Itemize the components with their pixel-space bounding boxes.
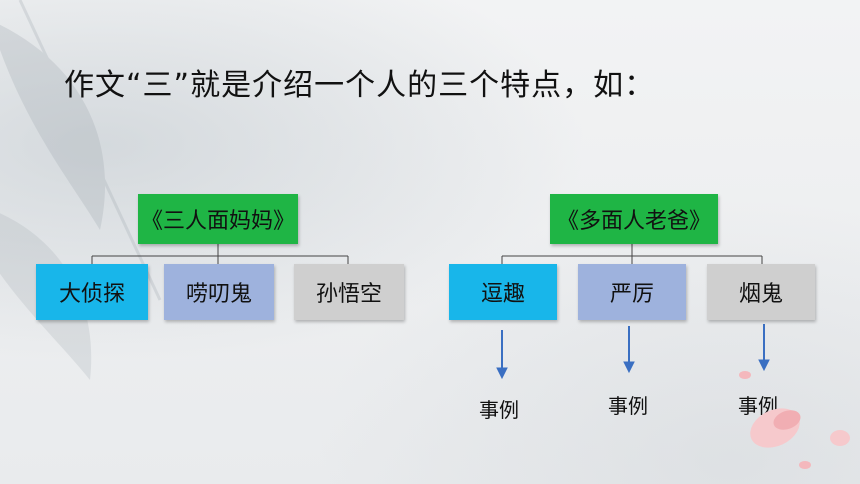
right-tree-root: 《多面人老爸》 xyxy=(550,194,718,244)
page-title: 作文“三”就是介绍一个人的三个特点，如： xyxy=(64,68,656,103)
left-child-detective: 大侦探 xyxy=(36,264,148,320)
right-child-strict: 严厉 xyxy=(578,264,686,320)
left-child-monkey-king: 孙悟空 xyxy=(294,264,404,320)
petal-decoration xyxy=(739,371,850,469)
example-label-2: 事例 xyxy=(608,394,648,418)
example-label-1: 事例 xyxy=(479,398,519,422)
right-child-funny: 逗趣 xyxy=(449,264,557,320)
left-tree-root: 《三人面妈妈》 xyxy=(138,194,298,244)
arrow-3 xyxy=(758,324,770,372)
left-child-chatterbox: 唠叨鬼 xyxy=(164,264,274,320)
arrow-2 xyxy=(623,326,635,374)
arrow-1 xyxy=(496,330,508,380)
right-child-smoker: 烟鬼 xyxy=(707,264,815,320)
